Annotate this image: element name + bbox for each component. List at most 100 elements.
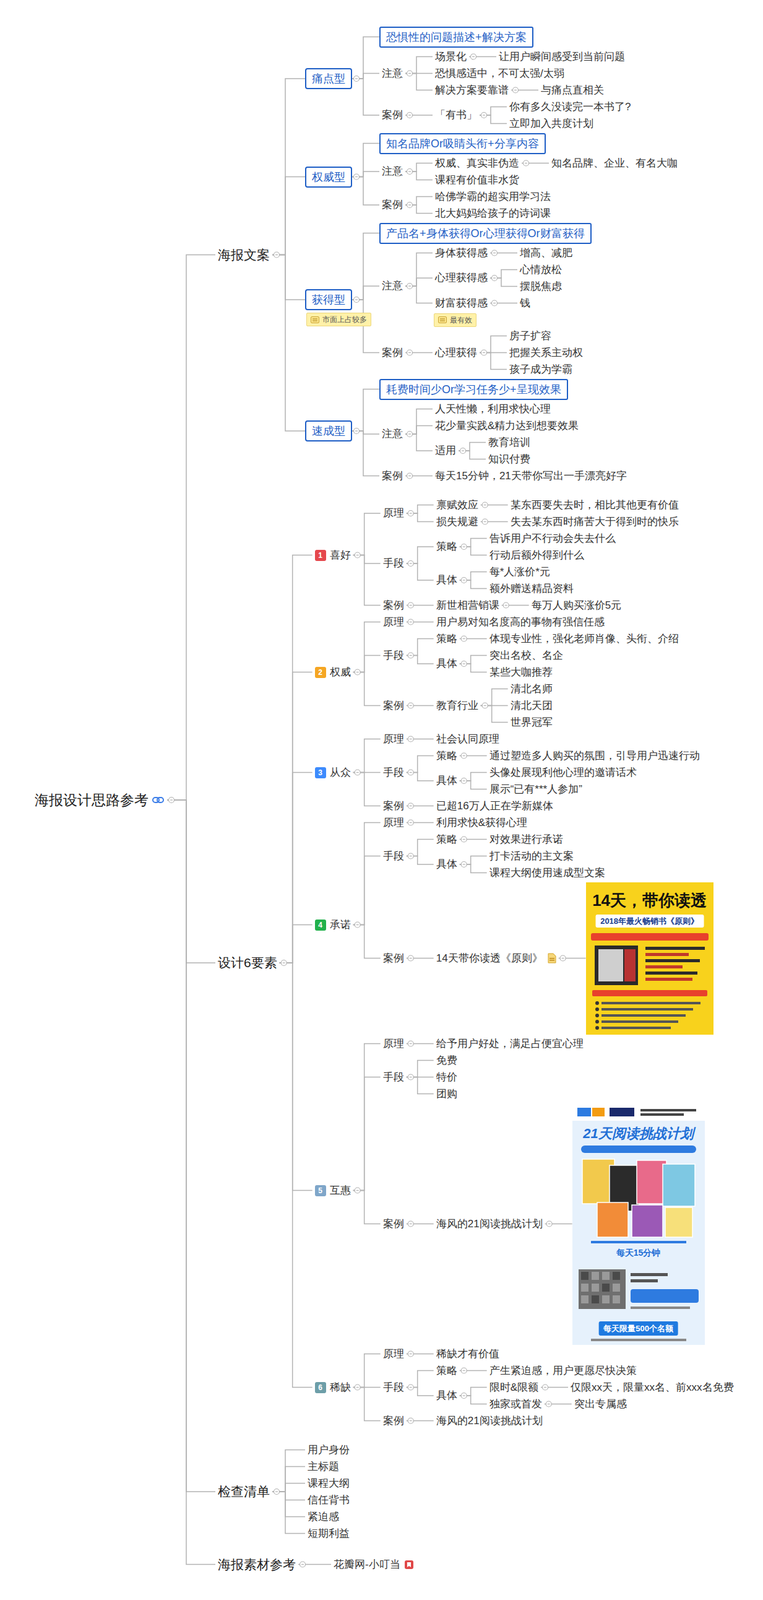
topic-node: 某些大咖推荐 (487, 664, 556, 680)
branch-connector (406, 1352, 434, 1354)
branch-connector (406, 805, 434, 807)
decoration (640, 1112, 684, 1116)
topic-node: 原理 (380, 505, 407, 521)
step-number: 1 (314, 549, 327, 561)
topic-node: 与痛点直相关 (538, 82, 607, 98)
decoration (482, 114, 486, 116)
topic-label: 案例 (383, 598, 405, 613)
decoration (548, 1222, 551, 1224)
collapse-marker (407, 168, 413, 175)
branch-connector (406, 821, 434, 824)
branch-connector (272, 176, 306, 255)
topic-label: 14天带你读透《原则》 (436, 951, 543, 965)
branch-connector (353, 1386, 381, 1421)
topic-label: 原理 (383, 815, 405, 830)
topic-node: 注意 (379, 426, 406, 442)
topic-node: 教育行业 (433, 698, 481, 713)
topic-label: 恐惧感适中，不可太强/太弱 (435, 66, 565, 81)
topic-label: 额外赠送精品资料 (489, 581, 574, 596)
decoration (407, 112, 413, 119)
decoration (407, 510, 414, 517)
decoration (598, 948, 624, 981)
topic-label: 注意 (381, 279, 403, 293)
topic-node: 通过塑造多人购买的氛围，引导用户迅速行动 (487, 748, 703, 763)
topic-label: 特价 (436, 1069, 458, 1084)
collapse-marker (407, 560, 414, 567)
collapse-marker (353, 297, 360, 303)
main-branch: 海报文案 (215, 245, 273, 265)
decoration (168, 797, 175, 803)
decoration (630, 1272, 668, 1276)
collapse-marker (546, 1220, 552, 1226)
decoration (591, 1282, 600, 1291)
decoration (407, 852, 414, 859)
topic-node: 1喜好 (312, 547, 354, 563)
decoration (590, 1240, 687, 1243)
poster-thumbnail: 14天，带你读透2018年最火畅销书《原则》 (586, 881, 714, 1035)
decoration (548, 952, 556, 963)
topic-label: 某东西要失去时，相比其他更有价值 (510, 498, 679, 512)
decoration (461, 861, 467, 867)
topic-label: 稀缺才有价值 (436, 1346, 500, 1361)
branch-connector (480, 521, 509, 523)
decoration (354, 1383, 361, 1390)
topic-label: 把握关系主动权 (509, 345, 583, 360)
topic-label: 「有书」 (435, 108, 478, 122)
decoration (462, 1394, 466, 1395)
decoration (581, 1271, 589, 1280)
collapse-marker (407, 510, 414, 517)
decoration (407, 431, 413, 437)
topic-label: 具体 (436, 573, 458, 587)
branch-connector (459, 838, 488, 840)
topic-label: 立即加入共度计划 (509, 116, 594, 131)
collapse-marker (407, 112, 413, 119)
topic-node: 信任背书 (305, 1491, 353, 1507)
collapse-marker (407, 735, 414, 742)
step-number: 4 (314, 918, 327, 931)
topic-node: 某东西要失去时，相比其他更有价值 (508, 497, 682, 513)
decoration (630, 1305, 690, 1309)
topic-node: 花瓣网-小叮当 (331, 1556, 417, 1572)
branch-connector (353, 1076, 381, 1190)
decoration (523, 160, 530, 166)
decoration (404, 1559, 414, 1569)
branch-connector (272, 1449, 306, 1492)
topic-label: 与痛点直相关 (540, 83, 604, 98)
decoration (612, 1294, 621, 1303)
collapse-marker (407, 802, 414, 809)
decoration (408, 352, 411, 353)
topic-label: 心理获得感 (435, 271, 488, 285)
topic-node: 原理 (380, 614, 407, 630)
decoration (461, 577, 467, 583)
sticky-note: 市面上占较多 (306, 312, 372, 327)
decoration (461, 836, 467, 842)
decoration (409, 704, 413, 706)
topic-node: 损失规避 (433, 514, 481, 530)
branch-connector (479, 352, 507, 354)
collapse-marker (482, 501, 488, 508)
branch-connector (353, 1386, 381, 1388)
topic-node: 海风的21阅读挑战计划 (433, 1412, 546, 1428)
topic-label: 原理 (383, 615, 405, 629)
collapse-marker (482, 702, 488, 708)
topic-label: 信任背书 (307, 1492, 350, 1507)
collapse-marker (280, 959, 287, 966)
topic-label: 教育行业 (436, 698, 479, 713)
decoration (409, 1419, 413, 1421)
branch-connector (352, 389, 380, 432)
decoration (407, 702, 414, 708)
decoration (592, 989, 708, 996)
collapse-marker (407, 702, 414, 708)
topic-label: 具体 (436, 857, 458, 871)
decoration (409, 1042, 413, 1044)
decoration (602, 1271, 610, 1280)
topic-label: 财富获得感 (435, 296, 488, 311)
formula-box: 知名品牌Or吸睛头衔+分享内容 (379, 133, 546, 155)
branch-connector (272, 254, 306, 301)
topic-label: 手段 (383, 765, 405, 780)
branch-connector (353, 1043, 381, 1190)
topic-label: 用户易对知名度高的事物有强信任感 (436, 615, 605, 629)
topic-label: 策略 (436, 832, 458, 846)
decoration (356, 671, 359, 673)
topic-node: 产生紧迫感，用户更愿尽快决策 (487, 1362, 640, 1378)
